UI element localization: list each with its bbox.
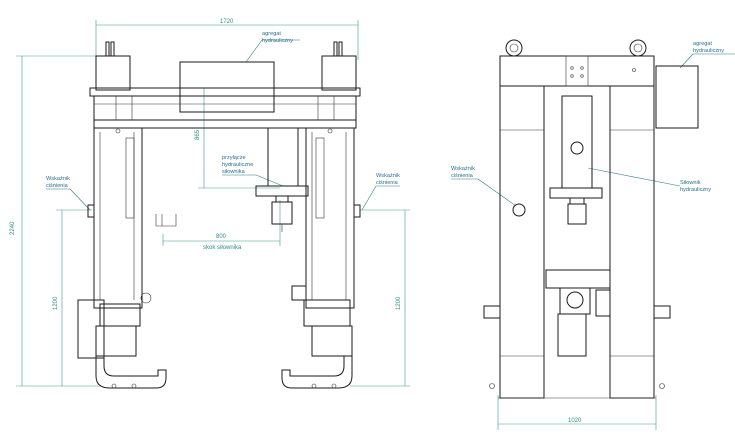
svg-text:Wskaźnik: Wskaźnik xyxy=(376,173,400,179)
svg-text:skok siłownika: skok siłownika xyxy=(203,245,242,251)
dim-2240: 2240 xyxy=(10,55,100,387)
label-agregat-left: agregat hydrauliczny xyxy=(245,31,300,63)
svg-text:1020: 1020 xyxy=(568,418,582,424)
svg-text:2240: 2240 xyxy=(10,221,16,235)
label-przylacze: przyłącze hydrauliczne siłownika xyxy=(222,155,284,187)
svg-text:ciśnienia: ciśnienia xyxy=(46,183,69,189)
dim-800: 800 skok siłownika xyxy=(162,200,281,251)
dim-1720-text: 1720 xyxy=(220,19,234,25)
svg-text:Wskaźnik: Wskaźnik xyxy=(451,166,475,172)
svg-text:Siłownik: Siłownik xyxy=(680,180,701,186)
dim-1020: 1020 xyxy=(497,395,657,430)
label-wskaznik-side: Wskaźnik ciśnienia xyxy=(451,166,517,207)
svg-text:ciśnienia: ciśnienia xyxy=(451,173,474,179)
svg-text:1200: 1200 xyxy=(396,296,402,310)
svg-text:Wskaźnik: Wskaźnik xyxy=(46,176,70,182)
label-wskaznik-right: Wskaźnik ciśnienia xyxy=(361,173,400,211)
svg-text:agregat: agregat xyxy=(693,41,712,47)
svg-text:ciśnienia: ciśnienia xyxy=(376,180,399,186)
label-silownik: Siłownik hydrauliczny xyxy=(587,167,711,193)
svg-text:hydrauliczne: hydrauliczne xyxy=(222,162,253,168)
svg-text:hydrauliczny: hydrauliczny xyxy=(262,38,293,44)
label-wskaznik-left: Wskaźnik ciśnienia xyxy=(46,176,91,211)
side-frame xyxy=(483,39,699,399)
left-view: 1720 agregat hydrauliczny 2240 1200 xyxy=(10,19,410,389)
svg-text:przyłącze: przyłącze xyxy=(222,155,246,161)
svg-text:800: 800 xyxy=(216,234,227,240)
left-frame xyxy=(77,41,361,389)
label-agregat-right: agregat hydrauliczny xyxy=(679,41,735,69)
dim-1200-right: 1200 xyxy=(350,209,410,387)
svg-text:hydrauliczny: hydrauliczny xyxy=(693,48,724,54)
svg-text:siłownika: siłownika xyxy=(222,169,246,175)
right-view: 1020 agregat hydrauliczny Wskaźnik ciśni… xyxy=(451,39,735,430)
dim-1200-left: 1200 xyxy=(53,209,92,386)
svg-text:1200: 1200 xyxy=(53,296,59,310)
svg-text:865: 865 xyxy=(195,129,201,140)
dim-1720: 1720 xyxy=(95,19,359,60)
dim-865: 865 xyxy=(195,88,280,189)
svg-text:agregat: agregat xyxy=(262,31,281,37)
svg-text:hydrauliczny: hydrauliczny xyxy=(680,187,711,193)
